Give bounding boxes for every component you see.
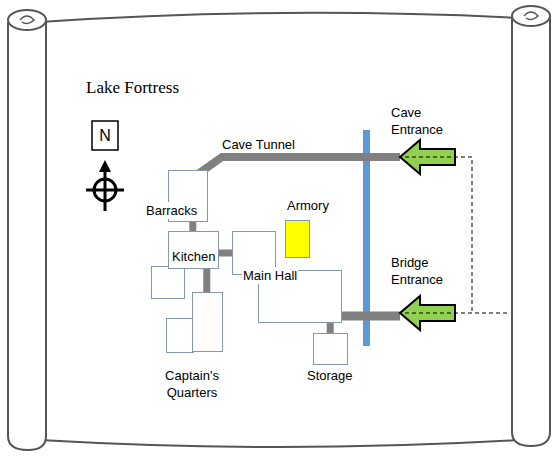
scroll-curl [8, 10, 46, 30]
corridor [189, 222, 196, 231]
tunnel-label: Cave Tunnel [222, 136, 295, 153]
dashed-path [405, 313, 510, 314]
north-box [92, 121, 118, 150]
entrance-label: Bridge Entrance [391, 254, 453, 288]
room-box [152, 267, 185, 299]
kitchen-room: Kitchen [168, 231, 219, 269]
room-label: Armory [287, 197, 329, 214]
quarters-room: Captain's Quarters [192, 292, 223, 352]
armory-room: Armory [285, 220, 310, 258]
north-label: N [92, 121, 118, 150]
cave-tunnel [198, 157, 400, 174]
room-box [167, 319, 194, 353]
compass-line [86, 189, 124, 192]
main-hall-room: Main Hall [258, 270, 342, 323]
barracks-room: Barracks [168, 170, 208, 222]
scroll-curl [512, 6, 550, 26]
room-label: Kitchen [172, 248, 215, 265]
storage-room: Storage [313, 333, 348, 365]
dashed-path [405, 157, 472, 313]
scroll-body [40, 13, 520, 447]
scroll-curl [20, 16, 34, 24]
entrance-label: Cave Entrance [391, 104, 453, 138]
room-label: Main Hall [242, 267, 298, 284]
corridor [203, 269, 210, 292]
map-title: Lake Fortress [86, 78, 179, 98]
room-label: Barracks [145, 202, 198, 219]
compass-ring [94, 179, 116, 201]
bridge [340, 312, 400, 321]
scroll-curl [524, 12, 538, 20]
room-label: Storage [307, 367, 353, 384]
scroll-roll [512, 18, 550, 446]
scroll-roll [8, 22, 46, 450]
room-label: Captain's Quarters [153, 367, 231, 401]
corridor [327, 323, 334, 333]
